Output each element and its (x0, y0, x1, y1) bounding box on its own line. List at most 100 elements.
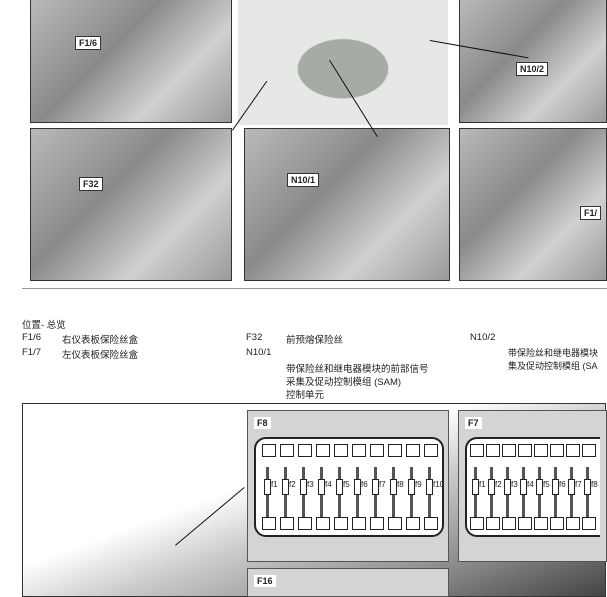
fuse-icon (390, 479, 397, 495)
terminal (582, 517, 596, 530)
terminal (280, 517, 294, 530)
fuse-icon (336, 479, 343, 495)
legend-code: F1/7 (22, 347, 42, 358)
fuse-icon (584, 479, 591, 495)
callout-label: N10/1 (287, 173, 320, 187)
legend-text: 集及促动控制模组 (SA (508, 361, 598, 371)
photo-left-dash-fusebox: F1/ (459, 128, 607, 281)
legend-code: N10/2 (470, 332, 496, 343)
fuse-icon (354, 479, 361, 495)
legend-code: F1/6 (22, 332, 42, 343)
terminal (388, 444, 402, 457)
terminal (352, 444, 366, 457)
terminal (316, 517, 330, 530)
photo-right-dash-fusebox: F1/6 (30, 0, 232, 123)
fuse-label: f3 (307, 480, 314, 489)
terminal (334, 444, 348, 457)
fuse-icon (520, 479, 527, 495)
terminal (406, 444, 420, 457)
terminal (262, 444, 276, 457)
terminal (518, 517, 532, 530)
terminal (370, 444, 384, 457)
fuse-icon (552, 479, 559, 495)
photo-prefuse: F32 (30, 128, 232, 281)
fuse-label: f2 (495, 480, 502, 489)
legend-text: 控制单元 (286, 390, 325, 401)
terminal (502, 444, 516, 457)
fuse-icon (472, 479, 479, 495)
fuse-label: f6 (559, 480, 566, 489)
legend-text: 带保险丝和继电器模块 (508, 348, 599, 358)
legend-code: N10/1 (246, 347, 272, 358)
terminal (550, 444, 564, 457)
callout-label: F32 (79, 177, 103, 191)
fuse-label: f6 (361, 480, 368, 489)
terminal (388, 517, 402, 530)
fuse-icon (504, 479, 511, 495)
diagram-label: F16 (254, 575, 276, 587)
fuse-label: f4 (527, 480, 534, 489)
terminal (298, 444, 312, 457)
legend-text: 左仪表板保险丝盒 (62, 350, 139, 361)
fuse-panel: f1 f2 f3 f4 f5 f6 f7 f8 f9 f10 (254, 437, 444, 537)
terminal (502, 517, 516, 530)
terminal (534, 517, 548, 530)
fuse-label: f8 (397, 480, 404, 489)
fuse-diagram-f7: F7 f1 f2 f3 f4 f5 f6 f7 f8 (458, 410, 607, 562)
fuse-label: f1 (271, 480, 278, 489)
fuse-label: f9 (415, 480, 422, 489)
fuse-icon (372, 479, 379, 495)
fuse-diagram-f16: F16 (247, 568, 449, 597)
fuse-icon (408, 479, 415, 495)
terminal (534, 444, 548, 457)
fuse-icon (536, 479, 543, 495)
photo-front-sam: N10/1 (244, 128, 450, 281)
legend-title: 位置- 总览 (22, 320, 66, 331)
terminal (334, 517, 348, 530)
terminal (486, 444, 500, 457)
fuse-label: f7 (575, 480, 582, 489)
fuse-label: f4 (325, 480, 332, 489)
fuse-icon (426, 479, 433, 495)
callout-label: F1/ (580, 206, 602, 220)
callout-label: N10/2 (516, 62, 549, 76)
terminal (424, 517, 438, 530)
fuse-label: f7 (379, 480, 386, 489)
legend-text: 采集及促动控制模组 (SAM) (286, 377, 402, 388)
callout-label: F1/6 (75, 36, 102, 50)
fuse-label: f5 (543, 480, 550, 489)
terminal (370, 517, 384, 530)
fuse-label: f10 (433, 480, 445, 489)
terminal (470, 444, 484, 457)
fuse-label: f5 (343, 480, 350, 489)
terminal (518, 444, 532, 457)
terminal (280, 444, 294, 457)
fuse-label: f3 (511, 480, 518, 489)
fuse-icon (488, 479, 495, 495)
fuse-icon (568, 479, 575, 495)
photo-car-overview (238, 0, 448, 125)
diagram-label: F7 (465, 417, 482, 429)
terminal (424, 444, 438, 457)
photo-rear-sam: N10/2 (459, 0, 607, 123)
fuse-diagram-f8: F8 f1 f2 f3 f4 f5 f6 f7 f8 f9 f10 (247, 410, 449, 562)
fuse-label: f8 (591, 480, 598, 489)
terminal (352, 517, 366, 530)
terminal (262, 517, 276, 530)
fuse-label: f1 (479, 480, 486, 489)
fuse-panel: f1 f2 f3 f4 f5 f6 f7 f8 (465, 437, 600, 537)
terminal (566, 444, 580, 457)
legend-text: 带保险丝和继电器模块的前部信号 (286, 364, 429, 375)
terminal (316, 444, 330, 457)
divider (22, 288, 607, 289)
diagram-label: F8 (254, 417, 271, 429)
terminal (486, 517, 500, 530)
terminal (582, 444, 596, 457)
fuse-icon (264, 479, 271, 495)
terminal (566, 517, 580, 530)
terminal (406, 517, 420, 530)
fuse-label: f2 (289, 480, 296, 489)
fuse-icon (318, 479, 325, 495)
legend-code: F32 (246, 332, 263, 343)
fuse-icon (300, 479, 307, 495)
